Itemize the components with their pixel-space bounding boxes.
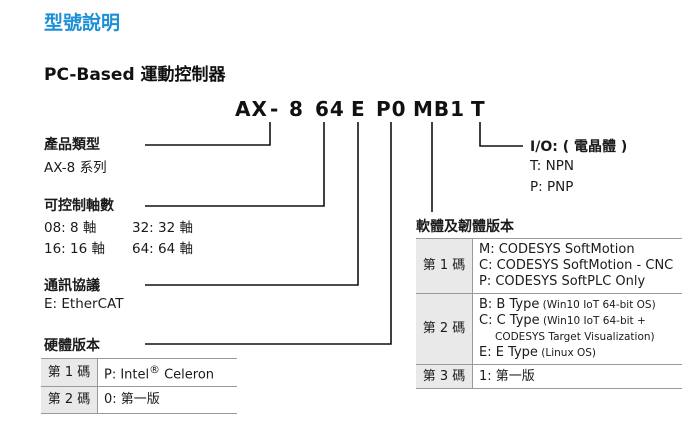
io-heading: I/O: ( 電晶體 ) [530,139,628,155]
software-key: 第 1 碼 [416,238,473,294]
software-key: 第 3 碼 [416,364,473,389]
table-row: 第 1 碼 M: CODESYS SoftMotion C: CODESYS S… [416,238,682,294]
software-value: M: CODESYS SoftMotion C: CODESYS SoftMot… [472,238,682,294]
table-row: 第 2 碼 0: 第一版 [41,386,237,415]
software-table: 第 1 碼 M: CODESYS SoftMotion C: CODESYS S… [416,238,682,389]
connector-axes [145,122,325,207]
code-io: T [471,97,486,121]
hardware-heading: 硬體版本 [44,338,100,354]
hardware-value: 0: 第一版 [97,386,237,415]
page-title: 型號說明 [44,12,121,34]
hardware-table: 第 1 碼 P: Intel® Celeron 第 2 碼 0: 第一版 [41,357,237,415]
connector-io [479,122,523,147]
table-row: 第 3 碼 1: 第一版 [416,364,682,389]
code-hardware: P0 [376,97,407,121]
axes-item: 64: 64 軸 [132,241,193,257]
code-protocol: E [351,97,366,121]
axes-item: 16: 16 軸 [44,241,105,257]
hardware-value: P: Intel® Celeron [97,357,237,388]
protocol-heading: 通訊協議 [44,278,100,294]
code-series: 8 [289,97,304,121]
axes-item: 32: 32 軸 [132,220,193,236]
software-value: 1: 第一版 [472,364,682,389]
connector-protocol [145,122,359,286]
io-item: T: NPN [530,158,574,174]
product-type-heading: 產品類型 [44,137,100,153]
table-row: 第 2 碼 B: B Type (Win10 IoT 64-bit OS) C:… [416,293,682,365]
connector-hardware [145,122,392,345]
hardware-key: 第 2 碼 [41,386,98,415]
table-row: 第 1 碼 P: Intel® Celeron [41,357,237,388]
software-key: 第 2 碼 [416,293,473,365]
product-type-value: AX-8 系列 [44,160,107,176]
connector-product-type [145,122,271,146]
code-software: MB1 [413,97,466,121]
code-axes: 64 [315,97,345,121]
axes-item: 08: 8 軸 [44,220,97,236]
code-ax: AX [235,97,268,121]
hardware-key: 第 1 碼 [41,357,98,388]
software-heading: 軟體及韌體版本 [416,219,514,235]
protocol-value: E: EtherCAT [44,296,124,312]
product-subtitle: PC-Based 運動控制器 [44,65,226,85]
code-dash: - [270,97,280,121]
io-item: P: PNP [530,179,574,195]
axes-heading: 可控制軸數 [44,198,114,214]
software-value: B: B Type (Win10 IoT 64-bit OS) C: C Typ… [472,293,682,365]
